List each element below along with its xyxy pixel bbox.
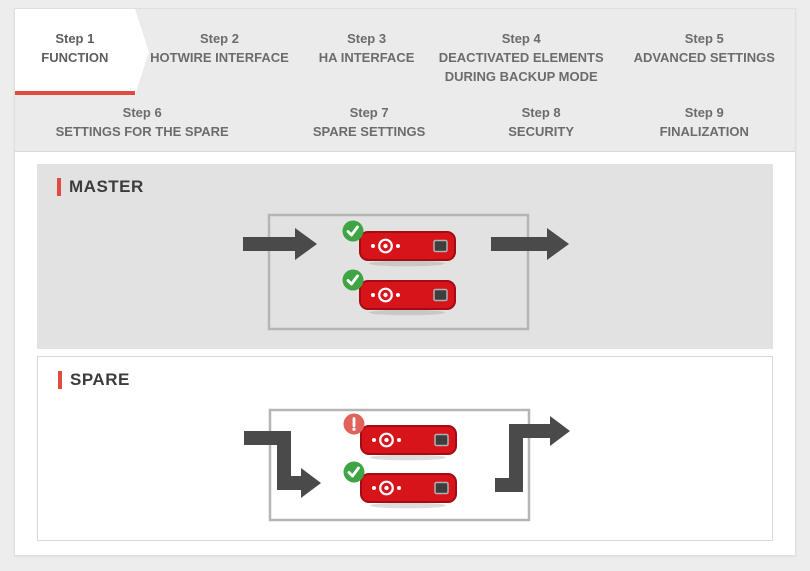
panel-title-text: MASTER — [69, 177, 144, 196]
ha-pair-boundary-box — [268, 408, 531, 522]
step-title: DEACTIVATED ELEMENTS DURING BACKUP MODE — [438, 50, 604, 84]
step-tab-7-spare-settings[interactable]: Step 7 SPARE SETTINGS — [269, 95, 468, 151]
active-tab-underline — [15, 91, 135, 95]
wizard-card: Step 1 FUNCTION Step 2 HOTWIRE INTERFACE… — [14, 8, 796, 556]
step-title: ADVANCED SETTINGS — [633, 50, 775, 65]
spare-panel-title: SPARE — [58, 370, 130, 390]
appliance-device — [359, 231, 456, 267]
step-tab-5-advanced-settings[interactable]: Step 5 ADVANCED SETTINGS — [613, 9, 795, 95]
wizard-content: MASTER — [15, 152, 795, 541]
step-label: Step 7 — [349, 105, 389, 120]
step-title: SETTINGS FOR THE SPARE — [55, 124, 229, 139]
device-port-icon — [434, 433, 449, 447]
step-navigation: Step 1 FUNCTION Step 2 HOTWIRE INTERFACE… — [15, 9, 795, 152]
step-title: SECURITY — [508, 124, 574, 139]
step-label: Step 6 — [122, 105, 162, 120]
appliance-device — [360, 473, 457, 509]
step-tab-4-deactivated-elements[interactable]: Step 4 DEACTIVATED ELEMENTS DURING BACKU… — [429, 9, 614, 95]
step-label: Step 9 — [684, 105, 724, 120]
master-panel-title: MASTER — [57, 177, 144, 197]
step-title: SPARE SETTINGS — [312, 124, 426, 139]
red-accent-bar — [58, 371, 62, 389]
status-check-circle-icon — [342, 269, 364, 291]
appliance-device — [359, 280, 456, 316]
step-tab-6-settings-for-the-spare[interactable]: Step 6 SETTINGS FOR THE SPARE — [15, 95, 269, 151]
active-tab-arrow-point — [134, 9, 149, 95]
step-title: FUNCTION — [41, 50, 109, 65]
step-nav-row-2: Step 6 SETTINGS FOR THE SPARE Step 7 SPA… — [15, 95, 795, 151]
status-check-circle-icon — [343, 461, 365, 483]
step-nav-row-1: Step 1 FUNCTION Step 2 HOTWIRE INTERFACE… — [15, 9, 795, 95]
step-tab-9-finalization[interactable]: Step 9 FINALIZATION — [613, 95, 795, 151]
step-label: Step 1 — [55, 31, 95, 46]
status-check-circle-icon — [342, 220, 364, 242]
flow-arrow-out-icon — [491, 228, 569, 260]
step-label: Step 5 — [684, 31, 724, 46]
ha-pair-boundary-box — [267, 213, 530, 331]
step-title: HOTWIRE INTERFACE — [150, 50, 289, 65]
step-title: FINALIZATION — [659, 124, 749, 139]
panel-title-text: SPARE — [70, 370, 130, 389]
step-label: Step 8 — [521, 105, 561, 120]
step-title: HA INTERFACE — [318, 50, 415, 65]
step-tab-1-function[interactable]: Step 1 FUNCTION — [15, 9, 149, 95]
step-tab-3-ha-interface[interactable]: Step 3 HA INTERFACE — [304, 9, 429, 95]
flow-arrow-in-icon — [243, 228, 317, 260]
spare-diagram — [244, 408, 570, 522]
appliance-device — [360, 425, 457, 461]
device-port-icon — [433, 288, 448, 302]
flow-arrow-out-bent-icon — [495, 416, 570, 492]
step-label: Step 4 — [501, 31, 541, 46]
red-accent-bar — [57, 178, 61, 196]
flow-arrow-in-bent-icon — [244, 431, 321, 498]
step-label: Step 3 — [347, 31, 387, 46]
step-tab-8-security[interactable]: Step 8 SECURITY — [469, 95, 614, 151]
spare-panel: SPARE — [37, 356, 773, 541]
master-diagram — [243, 213, 569, 331]
master-panel: MASTER — [37, 164, 773, 349]
step-tab-2-hotwire-interface[interactable]: Step 2 HOTWIRE INTERFACE — [135, 9, 305, 95]
device-port-icon — [434, 481, 449, 495]
device-port-icon — [433, 239, 448, 253]
status-exclamation-circle-icon — [343, 413, 365, 435]
step-label: Step 2 — [199, 31, 239, 46]
